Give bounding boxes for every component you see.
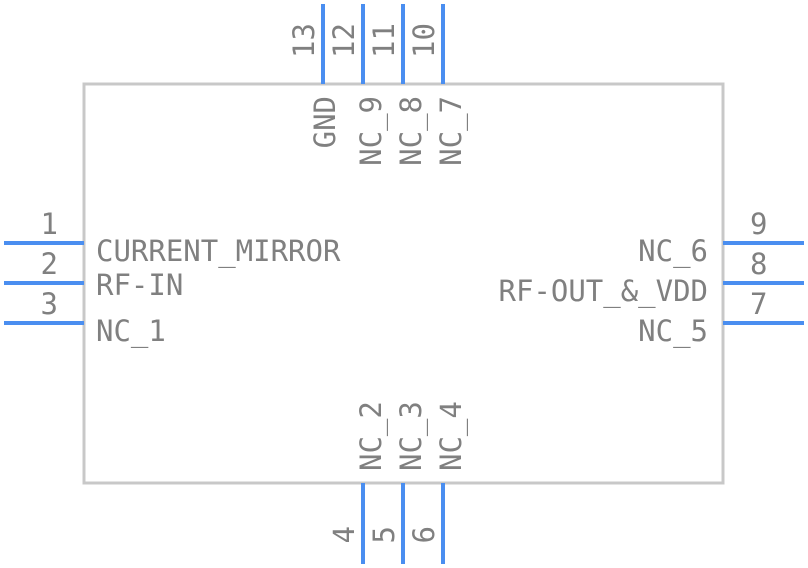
pin-5: 5 NC_3 — [367, 401, 429, 564]
pin-1-number: 1 — [41, 207, 58, 241]
pin-9: 9 NC_6 — [638, 207, 804, 269]
pin-6: 6 NC_4 — [407, 401, 469, 564]
pin-2-name: RF-IN — [96, 268, 183, 302]
pin-10-number: 10 — [407, 23, 441, 58]
pin-11-number: 11 — [367, 23, 401, 58]
pin-10: 10 NC_7 — [407, 4, 469, 166]
pin-12: 12 NC_9 — [327, 4, 389, 166]
pin-5-number: 5 — [367, 526, 401, 543]
pin-7-name: NC_5 — [638, 314, 708, 349]
pin-4: 4 NC_2 — [327, 401, 389, 564]
pin-8-name: RF-OUT_&_VDD — [498, 274, 708, 309]
pin-8: 8 RF-OUT_&_VDD — [498, 247, 804, 309]
pin-13-number: 13 — [287, 23, 321, 58]
pin-9-name: NC_6 — [638, 234, 708, 269]
pin-2-number: 2 — [41, 247, 58, 281]
pin-1-name: CURRENT_MIRROR — [96, 234, 341, 269]
pin-6-number: 6 — [407, 526, 441, 543]
pin-3-name: NC_1 — [96, 314, 166, 349]
pin-4-number: 4 — [327, 526, 361, 543]
pin-12-number: 12 — [327, 23, 361, 58]
pin-11: 11 NC_8 — [367, 4, 429, 166]
pin-13-name: GND — [308, 96, 342, 148]
pin-11-name: NC_8 — [394, 96, 429, 166]
pin-7: 7 NC_5 — [638, 287, 804, 349]
pin-9-number: 9 — [750, 207, 767, 241]
pin-1: 1 CURRENT_MIRROR — [4, 207, 341, 269]
pin-7-number: 7 — [750, 287, 767, 321]
pin-13: 13 GND — [287, 4, 342, 148]
pin-2: 2 RF-IN — [4, 247, 183, 302]
pin-3-number: 3 — [41, 287, 58, 321]
pin-5-name: NC_3 — [394, 401, 429, 471]
pin-3: 3 NC_1 — [4, 287, 166, 349]
pin-12-name: NC_9 — [354, 96, 389, 166]
pin-10-name: NC_7 — [434, 96, 469, 166]
pin-6-name: NC_4 — [434, 401, 469, 471]
pin-4-name: NC_2 — [354, 401, 389, 471]
pin-8-number: 8 — [750, 247, 767, 281]
